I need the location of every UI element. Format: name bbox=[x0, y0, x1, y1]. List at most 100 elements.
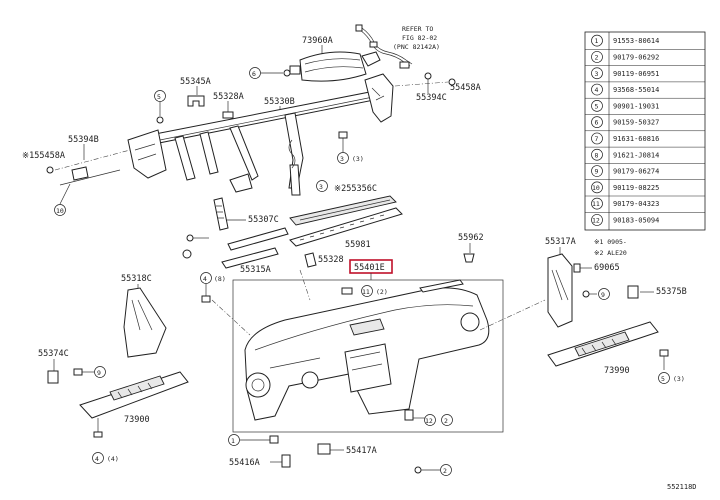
callout-2-bottom-text: 2 bbox=[443, 467, 447, 475]
defroster-nozzle-55356C bbox=[289, 195, 397, 226]
table-row-callout-circle bbox=[591, 51, 603, 63]
table-row-number: 6 bbox=[595, 119, 599, 127]
bracket-55345A bbox=[187, 95, 205, 107]
table-row-part-number: 93568-55014 bbox=[613, 86, 659, 94]
table-row-callout-circle bbox=[591, 99, 603, 112]
table-row-part-number: 91553-80614 bbox=[613, 37, 659, 45]
table-row-number: 3 bbox=[595, 70, 599, 78]
callout-5-right bbox=[658, 372, 670, 384]
label-55417A: 55417A bbox=[346, 446, 377, 456]
qty-callout-4-left: (8) bbox=[214, 275, 226, 283]
label-73900: 73900 bbox=[124, 415, 150, 425]
label-55416A: 55416A bbox=[229, 458, 260, 468]
label-73960A: 73960A bbox=[302, 36, 333, 46]
table-row-callout-circle bbox=[591, 34, 603, 47]
glove-box-73990 bbox=[547, 321, 659, 367]
callout-4-left-text: 4 bbox=[203, 275, 207, 283]
label-55981: 55981 bbox=[345, 240, 371, 250]
bracket-55374C bbox=[47, 370, 59, 384]
callout-12 bbox=[424, 414, 436, 426]
callout-9-right-text: 9 bbox=[601, 291, 605, 299]
table-row-callout-circle bbox=[591, 181, 603, 194]
table-row-callout-circle bbox=[591, 148, 603, 161]
table-row-callout-circle bbox=[591, 67, 603, 80]
garnish-left-strip bbox=[227, 227, 289, 251]
table-row-number: 8 bbox=[595, 151, 599, 159]
label-55345A: 55345A bbox=[180, 77, 211, 87]
duct-55307C bbox=[213, 197, 229, 231]
callout-9-left-text: 9 bbox=[97, 369, 101, 377]
airbag-harness-drawing bbox=[355, 24, 413, 69]
callout-1-bottom-text: 1 bbox=[231, 437, 235, 445]
label-55356C: ※255356C bbox=[334, 184, 377, 194]
callout-2-panel bbox=[441, 414, 453, 426]
table-row-number: 11 bbox=[592, 200, 600, 208]
passenger-airbag-73960A bbox=[289, 51, 381, 82]
table-row-part-number: 90119-06951 bbox=[613, 70, 659, 78]
table-row-number: 1 bbox=[595, 37, 599, 45]
table-row-callout-circle bbox=[591, 165, 603, 177]
callout-4-left bbox=[200, 272, 212, 284]
callout-12-text: 12 bbox=[425, 417, 433, 425]
label-55328: 55328 bbox=[318, 255, 344, 265]
clip-55328 bbox=[304, 252, 317, 268]
refer-note-line1: REFER TO bbox=[402, 25, 433, 33]
table-row-part-number: 91621-J0814 bbox=[613, 151, 659, 159]
table-row-number: 7 bbox=[595, 135, 599, 143]
label-55317A: 55317A bbox=[545, 237, 576, 247]
qty-callout-3: (3) bbox=[352, 155, 364, 163]
callout-9-right bbox=[598, 288, 610, 300]
table-row-callout-circle bbox=[591, 83, 603, 96]
garnish-55981 bbox=[289, 207, 403, 247]
note-2: ※2 ALE20 bbox=[594, 249, 627, 257]
label-55962: 55962 bbox=[458, 233, 484, 243]
callout-9-left bbox=[94, 366, 106, 378]
table-row-number: 5 bbox=[595, 102, 599, 110]
callout-6-top bbox=[249, 67, 261, 79]
callout-3-mid bbox=[337, 152, 349, 164]
table-row-number: 2 bbox=[595, 53, 599, 61]
refer-note-line3: (PNC 82142A) bbox=[393, 43, 440, 51]
table-row-part-number: 90159-50327 bbox=[613, 119, 659, 127]
callout-4-bottom-text: 4 bbox=[95, 455, 99, 463]
callout-11 bbox=[361, 285, 373, 297]
callout-3-right-text: 3 bbox=[319, 183, 323, 191]
panel-55315A bbox=[221, 247, 279, 269]
label-55458A: 55458A bbox=[450, 83, 481, 93]
callout-3-right bbox=[316, 180, 328, 192]
label-55315A: 55315A bbox=[240, 265, 271, 275]
clip-55962 bbox=[463, 253, 475, 263]
label-55394B: 55394B bbox=[68, 135, 99, 145]
qty-callout-4-bottom: (4) bbox=[107, 455, 119, 463]
qty-callout-5: (3) bbox=[673, 375, 685, 383]
figure-id: 552118D bbox=[667, 483, 697, 491]
clip-55417A bbox=[317, 443, 331, 455]
callout-11-text: 11 bbox=[362, 288, 370, 296]
table-row-part-number: 90179-06274 bbox=[613, 168, 659, 176]
callout-3-mid-text: 3 bbox=[340, 155, 344, 163]
table-row-part-number: 91631-60816 bbox=[613, 135, 659, 143]
label-55394C: 55394C bbox=[416, 93, 447, 103]
instrument-panel-55401E bbox=[244, 279, 490, 421]
label-55318C: 55318C bbox=[121, 274, 152, 284]
instrument-panel-reinforcement-55330B bbox=[127, 73, 394, 196]
table-row-part-number: 90179-04323 bbox=[613, 200, 659, 208]
refer-note-line2: FIG 82-02 bbox=[402, 34, 437, 42]
table-row-callout-circle bbox=[591, 214, 603, 226]
table-row-number: 4 bbox=[595, 86, 599, 94]
table-row-callout-circle bbox=[591, 132, 603, 145]
table-row-part-number: 90901-19031 bbox=[613, 102, 659, 110]
table-row-number: 12 bbox=[592, 216, 600, 224]
bracket-55375B bbox=[627, 285, 639, 299]
label-55307C: 55307C bbox=[248, 215, 279, 225]
table-row-callout-circle bbox=[591, 197, 603, 210]
label-55328A: 55328A bbox=[213, 92, 244, 102]
knee-airbag-73900 bbox=[79, 371, 189, 419]
label-69065: 69065 bbox=[594, 263, 620, 273]
callout-4-bottom bbox=[92, 452, 104, 464]
table-row-callout-circle bbox=[591, 116, 603, 129]
callout-5-top bbox=[154, 90, 166, 102]
side-panel-55318C bbox=[123, 287, 167, 358]
clip-55328A bbox=[222, 111, 234, 119]
